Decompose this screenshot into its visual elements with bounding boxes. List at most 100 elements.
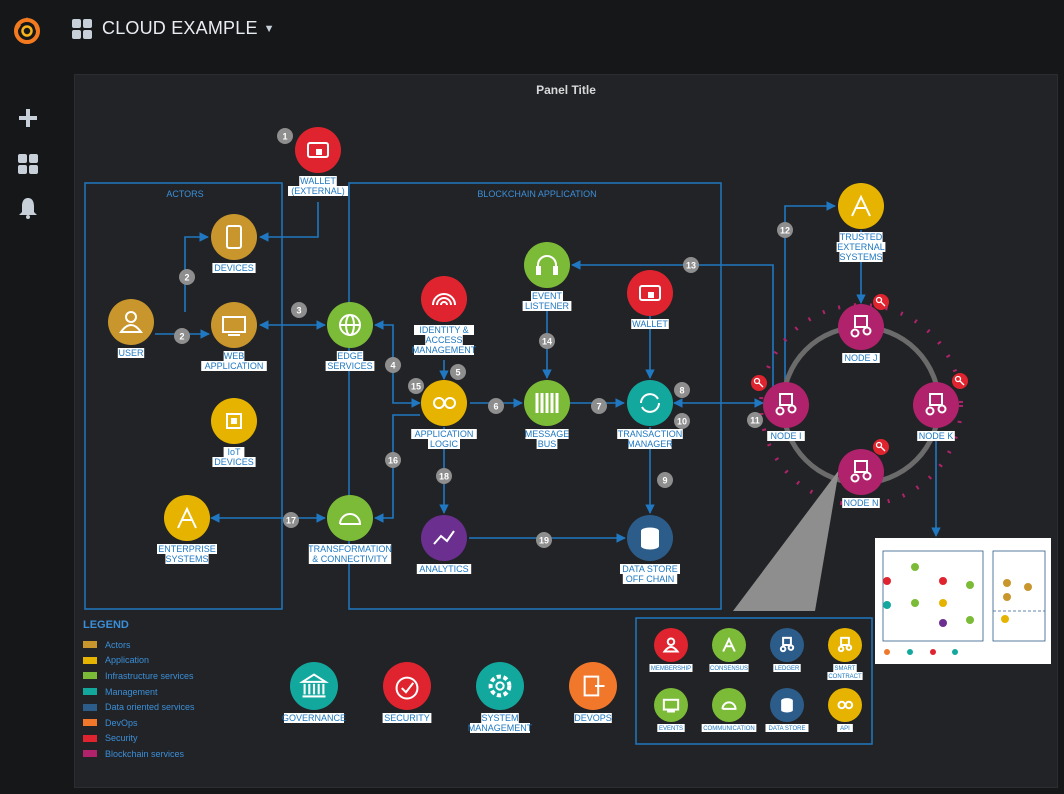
- node-label: NODE I: [770, 431, 801, 441]
- headphones-icon: [536, 255, 558, 275]
- wallet-node[interactable]: [627, 270, 673, 316]
- web-application-node[interactable]: [211, 302, 257, 348]
- transformation-node[interactable]: [327, 495, 373, 541]
- step-badge-4: 4: [385, 357, 401, 373]
- node-label: DEVICES: [214, 457, 254, 467]
- nodei-to-trusted-arrow: [784, 201, 836, 385]
- analytics-node[interactable]: [421, 515, 467, 561]
- iot-devices-node[interactable]: [211, 398, 257, 444]
- legend-item: DevOps: [83, 715, 283, 731]
- step-badge-10: 10: [674, 413, 690, 429]
- step-badge-9: 9: [657, 472, 673, 488]
- detail-events[interactable]: [654, 688, 688, 722]
- node-k-node[interactable]: [913, 382, 959, 428]
- label-bg: [827, 672, 863, 680]
- user-node[interactable]: [108, 299, 154, 345]
- panel-title[interactable]: Panel Title: [536, 83, 596, 97]
- dashboard-title[interactable]: CLOUD EXAMPLE▼: [102, 18, 275, 39]
- system-management-node[interactable]: [476, 662, 524, 710]
- node-label: MESSAGE: [525, 429, 570, 439]
- data-store-node[interactable]: [627, 515, 673, 561]
- dashboards-icon[interactable]: [16, 152, 40, 176]
- node-label: TRUSTED: [840, 232, 883, 242]
- grafana-logo-icon[interactable]: [10, 14, 44, 48]
- svg-text:9: 9: [662, 476, 667, 486]
- node-label: MANAGEMENT: [468, 723, 533, 733]
- detail-communication[interactable]: [712, 688, 746, 722]
- node-label: WEB: [224, 351, 245, 361]
- label-bg: [414, 325, 474, 335]
- node-label: NODE K: [919, 431, 954, 441]
- blockchain-app-group-box: [348, 182, 722, 610]
- label-bg: [336, 351, 364, 361]
- detail-consensus[interactable]: [712, 628, 746, 662]
- svg-text:5: 5: [455, 368, 460, 378]
- devops-node[interactable]: [569, 662, 617, 710]
- event-listener-node[interactable]: [524, 242, 570, 288]
- label-bg: [839, 232, 883, 242]
- edge-services-node[interactable]: [327, 302, 373, 348]
- detail-smart-contract[interactable]: [828, 628, 862, 662]
- bell-icon[interactable]: [16, 196, 40, 220]
- label-bg: [223, 351, 245, 361]
- node-i-node[interactable]: [763, 382, 809, 428]
- label-bg: [622, 574, 678, 584]
- security-node[interactable]: [383, 662, 431, 710]
- detail-api[interactable]: [828, 688, 862, 722]
- node-label: WALLET: [632, 319, 668, 329]
- step-badge-12: 12: [777, 222, 793, 238]
- label-bg: [631, 319, 669, 329]
- legend-label: Infrastructure services: [105, 670, 194, 681]
- loop-icon: [721, 701, 737, 710]
- enterprise-systems-node[interactable]: [164, 495, 210, 541]
- detail-membership[interactable]: [654, 628, 688, 662]
- label-bg: [767, 431, 805, 441]
- transaction-manager-circle: [627, 380, 673, 426]
- node-label: DEVOPS: [574, 713, 612, 723]
- message-bus-node[interactable]: [524, 380, 570, 426]
- label-bg: [842, 353, 880, 363]
- system-management-circle: [476, 662, 524, 710]
- svg-text:1: 1: [282, 132, 287, 142]
- application-logic-node[interactable]: [421, 380, 467, 426]
- detail-label: MEMBERSHIP: [651, 666, 691, 672]
- legend-item: Application: [83, 653, 283, 669]
- governance-node[interactable]: [290, 662, 338, 710]
- enterprise-systems-circle: [164, 495, 210, 541]
- label-bg: [325, 361, 375, 371]
- detail-ledger[interactable]: [770, 628, 804, 662]
- label-bg: [701, 724, 757, 732]
- globe-icon: [339, 314, 361, 336]
- legend-swatch: [83, 688, 97, 696]
- label-bg: [649, 664, 693, 672]
- plus-icon[interactable]: [16, 106, 40, 130]
- ledger-node-icon: [775, 393, 797, 416]
- detail-data-store[interactable]: [770, 688, 804, 722]
- detail-circle: [712, 688, 746, 722]
- identity-access-node[interactable]: [421, 276, 467, 322]
- label-bg: [842, 498, 880, 508]
- trusted-external-node[interactable]: [838, 183, 884, 229]
- label-bg: [525, 429, 569, 439]
- label-bg: [836, 242, 886, 252]
- legend-swatch: [83, 656, 97, 664]
- compass-icon: [851, 194, 871, 217]
- monitor-icon: [222, 316, 246, 336]
- wallet-external-node[interactable]: [295, 127, 341, 173]
- ledger-node-icon: [837, 636, 853, 653]
- node-label: (EXTERNAL): [291, 186, 345, 196]
- label-bg: [839, 252, 883, 262]
- svg-text:18: 18: [439, 472, 449, 482]
- devices-node[interactable]: [211, 214, 257, 260]
- node-label: SECURITY: [384, 713, 430, 723]
- key-icon: [952, 373, 968, 389]
- transaction-manager-node[interactable]: [627, 380, 673, 426]
- web-application-circle: [211, 302, 257, 348]
- legend-swatch: [83, 719, 97, 727]
- dashboard-grid-icon[interactable]: [72, 19, 92, 39]
- node-j-node[interactable]: [838, 304, 884, 350]
- node-n-node[interactable]: [838, 449, 884, 495]
- step-badge-14: 14: [539, 333, 555, 349]
- architecture-thumbnail[interactable]: [875, 538, 1051, 664]
- label-bg: [620, 564, 680, 574]
